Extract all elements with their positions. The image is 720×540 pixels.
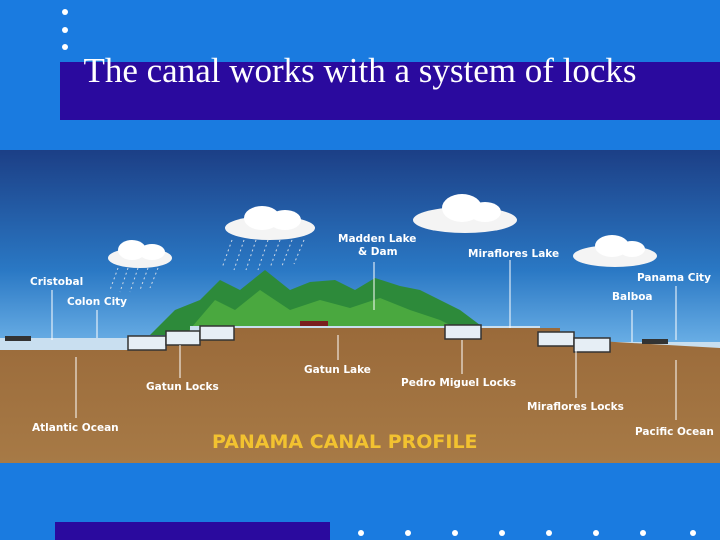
bullet-dot <box>546 530 552 536</box>
label-miraflores-lake: Miraflores Lake <box>468 248 559 260</box>
ship <box>300 321 328 326</box>
label-cristobal: Cristobal <box>30 276 83 288</box>
bottom-bar <box>55 522 330 540</box>
label-balboa: Balboa <box>612 291 653 303</box>
label-miraflores-locks: Miraflores Locks <box>527 401 624 413</box>
label-atlantic-ocean: Atlantic Ocean <box>32 422 119 434</box>
label-panama-city: Panama City <box>637 272 711 284</box>
bullet-dot <box>690 530 696 536</box>
canal-profile-svg: Madden Lake & Dam Miraflores Lake Cristo… <box>0 150 720 463</box>
label-pacific-ocean: Pacific Ocean <box>635 426 714 438</box>
ship <box>5 336 31 341</box>
panama-canal-profile-figure: Madden Lake & Dam Miraflores Lake Cristo… <box>0 150 720 463</box>
label-gatun-locks: Gatun Locks <box>146 381 219 393</box>
bullet-dot <box>499 530 505 536</box>
ship <box>642 339 668 344</box>
label-madden-dam: & Dam <box>358 246 398 258</box>
miraflores-lock-2 <box>574 338 610 352</box>
gatun-lock-2 <box>166 331 200 345</box>
figure-heading: PANAMA CANAL PROFILE <box>212 431 478 453</box>
bullet-dot <box>405 530 411 536</box>
bullet-dot <box>640 530 646 536</box>
bullet-dot <box>358 530 364 536</box>
bullet-dot <box>593 530 599 536</box>
gatun-lock-1 <box>128 336 166 350</box>
miraflores-lock-1 <box>538 332 574 346</box>
label-gatun-lake: Gatun Lake <box>304 364 371 376</box>
bullet-dot <box>452 530 458 536</box>
label-colon-city: Colon City <box>67 296 127 308</box>
gatun-lock-3 <box>200 326 234 340</box>
label-pedro-miguel-locks: Pedro Miguel Locks <box>401 377 516 389</box>
label-madden-lake: Madden Lake <box>338 233 416 245</box>
bullet-dot <box>62 9 68 15</box>
bullet-dot <box>62 27 68 33</box>
slide-title: The canal works with a system of locks <box>60 48 660 94</box>
pedro-miguel-lock <box>445 325 481 339</box>
